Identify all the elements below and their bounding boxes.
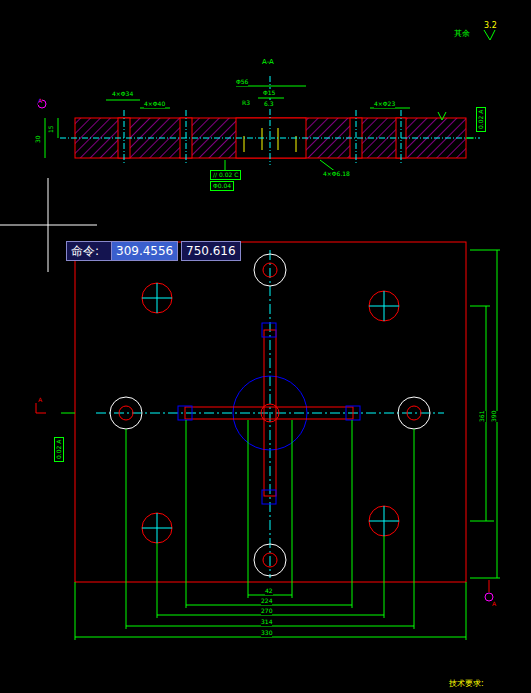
dimension-label: 361 — [478, 411, 486, 422]
tolerance-frame: 0.02 A — [476, 107, 486, 132]
dimension-label: 其余 — [454, 30, 470, 38]
command-text: 命令: — [71, 244, 99, 258]
dimension-label: 314 — [261, 618, 272, 626]
tolerance-frame: Φ0.04 — [210, 181, 234, 191]
dimension-label: 15 — [47, 125, 55, 133]
command-box: 309.4556 — [111, 241, 178, 261]
dimension-label: 6.3 — [264, 100, 274, 108]
dimension-label: 技术要求: — [449, 680, 484, 688]
tolerance-frame: 0.02 A — [54, 437, 64, 462]
dimension-label: 4×Φ34 — [112, 90, 133, 98]
dimension-label: 270 — [261, 607, 272, 615]
dimension-label: 4×Φ40 — [144, 100, 165, 108]
plan-view — [36, 242, 500, 640]
dimension-label: R3 — [242, 99, 250, 107]
command-text: 309.4556 — [116, 244, 173, 258]
dimension-label: 42 — [265, 587, 273, 595]
dimension-label: 30 — [34, 135, 42, 143]
dimension-label: Φ56 — [236, 78, 248, 86]
section-view — [38, 28, 496, 172]
dimension-label: Φ15 — [263, 89, 275, 97]
dimension-label: A — [38, 396, 42, 404]
tolerance-frame: // 0.02 C — [210, 170, 241, 180]
dimension-label: 330 — [261, 629, 272, 637]
dimension-label: 224 — [261, 597, 272, 605]
command-box: 命令: — [66, 241, 112, 261]
command-text: 750.616 — [186, 244, 236, 258]
dimension-label: 4×Φ6.18 — [323, 170, 350, 178]
dimension-label: 4×Φ23 — [374, 100, 395, 108]
dimension-label: 390 — [490, 411, 498, 422]
command-box: 750.616 — [181, 241, 241, 261]
dimension-label: 3.2 — [484, 22, 497, 30]
dimension-label: A — [492, 600, 496, 608]
dimension-label: A — [38, 97, 42, 105]
dimension-label: A-A — [262, 58, 274, 66]
